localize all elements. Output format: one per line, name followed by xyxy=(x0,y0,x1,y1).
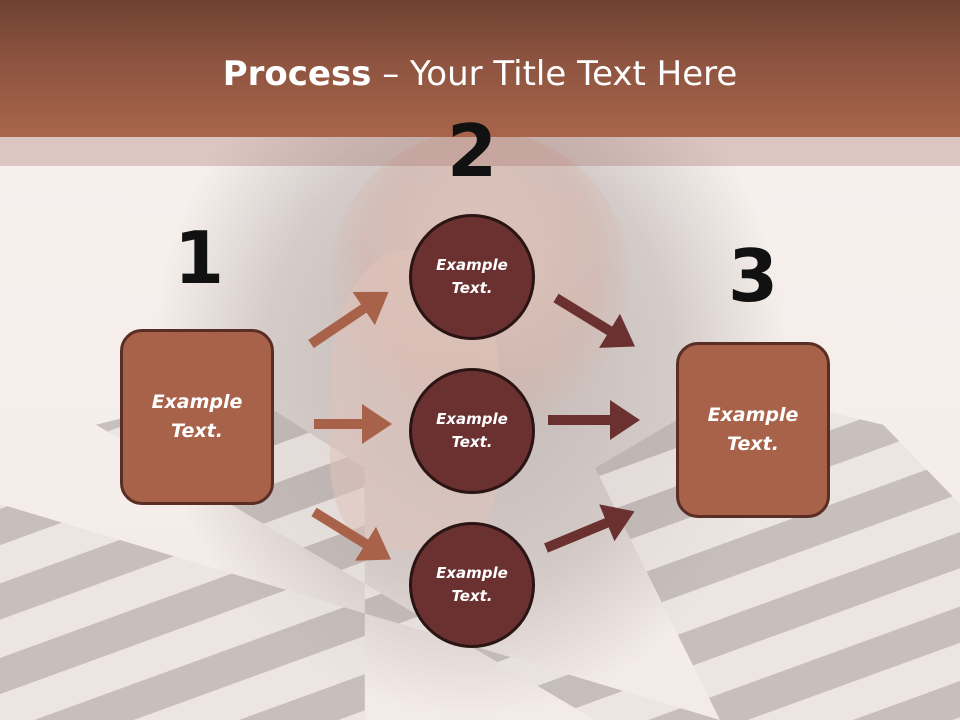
step-2-circle-middle-text: Example Text. xyxy=(436,410,508,451)
step-2-circle-middle: Example Text. xyxy=(409,368,535,494)
arrow-1-to-bottom xyxy=(311,507,392,561)
title-bar-lip xyxy=(0,137,960,166)
arrow-1-to-top xyxy=(308,291,389,349)
step-2-circle-bottom-text: Example Text. xyxy=(436,564,508,605)
step-number-3: 3 xyxy=(727,234,779,318)
title-bar xyxy=(0,0,960,137)
step-2-circle-top: Example Text. xyxy=(409,214,535,340)
step-3-box: Example Text. xyxy=(676,342,830,518)
step-number-1: 1 xyxy=(173,216,225,300)
title-rest: – Your Title Text Here xyxy=(371,54,738,94)
step-2-circle-top-text: Example Text. xyxy=(436,256,508,297)
arrow-bottom-to-3 xyxy=(544,504,635,553)
arrow-top-to-3 xyxy=(553,293,636,348)
title-strong: Process xyxy=(222,54,372,94)
step-2-circle-bottom: Example Text. xyxy=(409,522,535,648)
step-3-text: Example Text. xyxy=(707,404,799,455)
step-1-box: Example Text. xyxy=(120,329,274,505)
step-1-text: Example Text. xyxy=(151,391,243,442)
slide-title: Process – Your Title Text Here xyxy=(0,52,960,96)
step-number-2: 2 xyxy=(446,109,498,193)
